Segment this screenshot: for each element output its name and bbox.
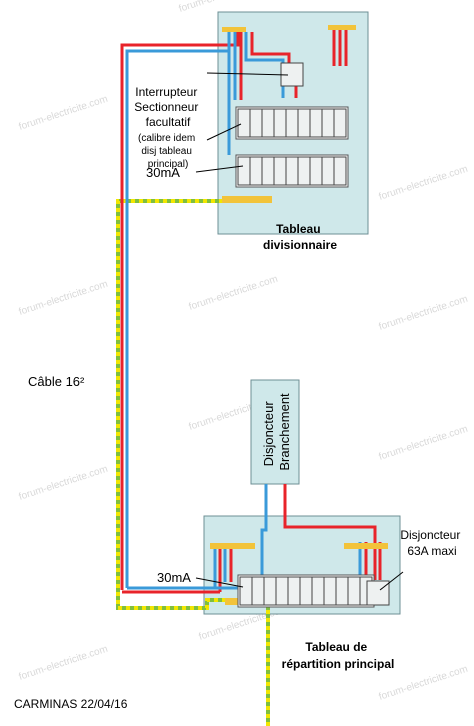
breaker-module: [237, 108, 251, 138]
breaker-module: [321, 156, 335, 186]
breaker-module: [333, 156, 347, 186]
sub-panel-row-2: [235, 154, 349, 188]
cable-label: Câble 16²: [28, 374, 85, 389]
supply-breaker-label: Disjoncteur Branchement: [261, 393, 292, 471]
breaker-module: [287, 576, 301, 606]
rcd-bottom-label: 30mA: [157, 570, 191, 585]
callout-arrows: [195, 72, 404, 591]
supply-breaker-label-line: Disjoncteur: [261, 401, 276, 467]
busbar-main-left: [210, 543, 255, 549]
isolator-note: (calibre idem disj tableau principal): [138, 133, 198, 170]
breaker-module: [261, 108, 275, 138]
breaker-module: [261, 156, 275, 186]
busbar-top-right: [328, 25, 356, 30]
breaker-module: [285, 108, 299, 138]
busbar-sub-earth: [222, 196, 272, 203]
main-panel-label-line: Tableau de: [305, 640, 367, 654]
isolator-note-line: principal): [148, 159, 189, 170]
watermark: forum-electricite.com: [378, 294, 470, 333]
watermark: forum-electricite.com: [18, 464, 110, 503]
main-panel-label-line: répartition principal: [282, 657, 395, 671]
breaker-module: [333, 108, 347, 138]
breaker-module: [239, 576, 253, 606]
isolator-label: Interrupteur Sectionneur facultatif: [134, 85, 201, 129]
isolator-label-line: Sectionneur: [134, 100, 198, 114]
earth-cable: [116, 196, 270, 726]
isolator-label-line: facultatif: [146, 115, 191, 129]
breaker-module: [323, 576, 337, 606]
signature: CARMINAS 22/04/16: [14, 697, 128, 711]
watermark: forum-electricite.com: [378, 424, 470, 463]
breaker-module: [263, 576, 277, 606]
breaker-module: [275, 576, 289, 606]
breaker-module: [237, 156, 251, 186]
breaker-module: [321, 108, 335, 138]
main-breaker-label-line: 63A maxi: [407, 544, 456, 558]
svg-text:Disjoncteur Branchement: Disjoncteur Branchement: [261, 393, 292, 471]
sub-panel-label-line: divisionnaire: [263, 238, 337, 252]
breaker-module: [311, 576, 325, 606]
sub-panel-label: Tableau divisionnaire: [263, 222, 337, 252]
breaker-module: [251, 576, 265, 606]
breaker-module: [309, 156, 323, 186]
supply-breaker-label-line: Branchement: [277, 393, 292, 471]
breaker-module: [297, 156, 311, 186]
sub-panel-row-1: [235, 106, 349, 140]
main-breaker-label: Disjoncteur 63A maxi: [400, 528, 463, 558]
breaker-module: [297, 108, 311, 138]
busbar-main-right: [344, 543, 388, 549]
breaker-module: [299, 576, 313, 606]
main-panel-row: [237, 574, 375, 608]
breaker-module: [335, 576, 349, 606]
main-panel-label: Tableau de répartition principal: [282, 640, 395, 671]
breaker-module: [249, 156, 263, 186]
watermark: forum-electricite.com: [188, 274, 280, 313]
watermark: forum-electricite.com: [18, 94, 110, 133]
isolator-label-line: Interrupteur: [135, 85, 197, 99]
busbar-top-left: [222, 27, 246, 32]
sub-panel-label-line: Tableau: [276, 222, 320, 236]
isolator-note-line: disj tableau: [141, 146, 192, 157]
watermark: forum-electricite.com: [18, 644, 110, 683]
watermark: forum-electricite.com: [378, 164, 470, 203]
rcd-top-label: 30mA: [146, 165, 180, 180]
supply-breaker-box: [250, 379, 300, 485]
watermark: forum-electricite.com: [18, 279, 110, 318]
breaker-rows: [235, 106, 375, 608]
breaker-module: [285, 156, 299, 186]
main-breaker-label-line: Disjoncteur: [400, 528, 460, 542]
isolator-note-line: (calibre idem: [138, 133, 195, 144]
breaker-module: [273, 156, 287, 186]
main-breaker-icon: [366, 580, 390, 606]
breaker-module: [309, 108, 323, 138]
breaker-module: [249, 108, 263, 138]
breaker-module: [273, 108, 287, 138]
breaker-module: [347, 576, 361, 606]
